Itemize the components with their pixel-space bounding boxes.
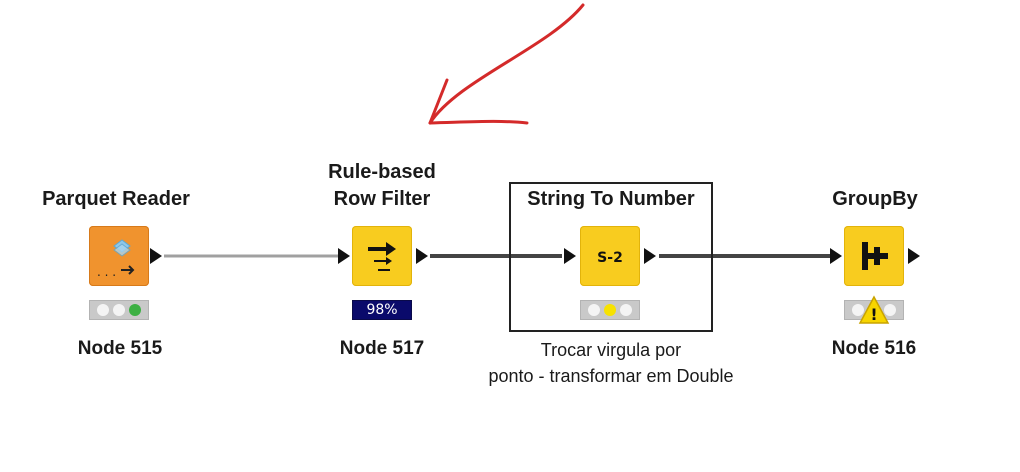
node-status-traffic-light	[580, 300, 640, 320]
output-port-515	[150, 248, 162, 264]
svg-text:S-2: S-2	[597, 250, 623, 266]
row-filter-node[interactable]	[352, 226, 412, 286]
groupby-icon	[862, 242, 888, 270]
warning-icon: !	[858, 295, 890, 324]
node-selection-box[interactable]	[509, 182, 713, 332]
svg-text:. . .: . . .	[97, 265, 116, 279]
node-title-string-to-number[interactable]: String To Number	[527, 188, 695, 210]
status-light-green	[620, 304, 632, 316]
output-port-stn	[644, 248, 656, 264]
parquet-reader-node[interactable]: . . .	[89, 226, 149, 286]
string-to-number-node[interactable]: S-2	[580, 226, 640, 286]
node-label-517[interactable]: Node 517	[339, 338, 425, 359]
input-port-stn	[564, 248, 576, 264]
input-port-516	[830, 248, 842, 264]
node-progress-bar: 98%	[352, 300, 412, 320]
input-port-517	[338, 248, 350, 264]
status-light-yellow	[113, 304, 125, 316]
svg-text:!: !	[870, 305, 877, 324]
node-status-traffic-light	[89, 300, 149, 320]
node-title-parquet-reader[interactable]: Parquet Reader	[42, 188, 190, 210]
row-filter-icon	[368, 242, 396, 271]
output-port-517	[416, 248, 428, 264]
groupby-node[interactable]	[844, 226, 904, 286]
parquet-reader-icon: . . .	[97, 239, 135, 279]
output-port-516	[908, 248, 920, 264]
status-light-yellow	[604, 304, 616, 316]
status-light-red	[97, 304, 109, 316]
progress-label: 98%	[366, 302, 398, 318]
node-label-515[interactable]: Node 515	[77, 338, 163, 359]
node-title-row-filter[interactable]: Rule-based Row Filter	[328, 161, 436, 210]
status-light-green	[884, 304, 896, 316]
string-to-number-icon: S-2	[597, 250, 623, 266]
status-light-red	[852, 304, 864, 316]
node-annotation-string-to-number[interactable]: Trocar virgula por ponto - transformar e…	[488, 340, 734, 386]
node-label-516[interactable]: Node 516	[831, 338, 917, 359]
status-light-green	[129, 304, 141, 316]
status-light-red	[588, 304, 600, 316]
node-title-groupby[interactable]: GroupBy	[832, 188, 918, 210]
